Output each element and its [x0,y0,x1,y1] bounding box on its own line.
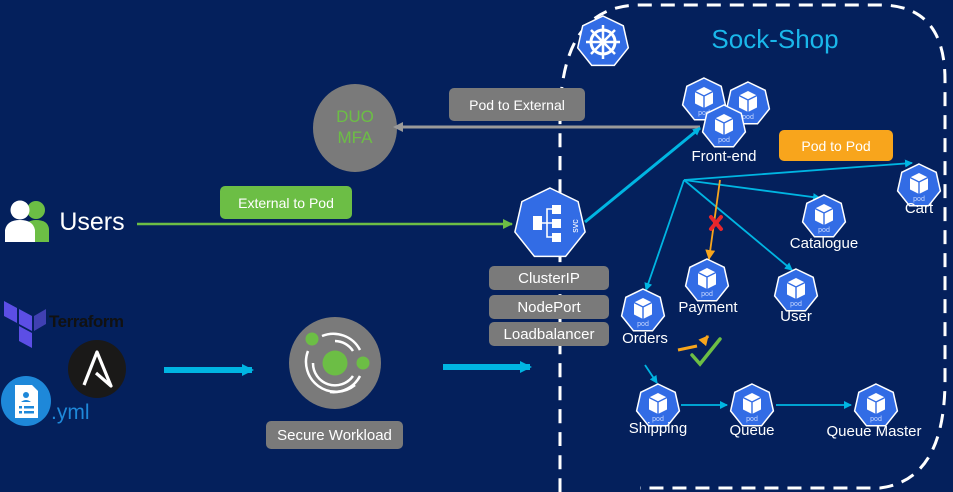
svc-badge: svc [570,219,580,233]
pod-badge: pod [718,137,730,144]
flow-arrow [683,179,793,271]
service-label-user: User [780,308,812,325]
pod-icon-payment: pod [684,258,730,302]
blocked-x-icon [709,215,723,231]
pod-badge: pod [870,416,882,423]
users-label: Users [59,208,125,236]
users-icon [5,200,49,242]
service-label-queue-master: Queue Master [826,423,922,440]
secure-workload-tag: Secure Workload [266,421,403,449]
service-label-queue: Queue [729,422,775,439]
pod-flows [644,159,913,409]
flow-arrow [644,364,658,384]
pod-badge: pod [913,196,925,203]
sock-shop-title: Sock-Shop [711,24,839,54]
service-label-catalogue: Catalogue [789,235,859,252]
pod-icon-orders: pod [620,288,666,332]
pods: pod pod pod pod pod pod pod pod pod pod pod [620,77,942,427]
external-to-pod-tag: External to Pod [220,186,352,219]
service-type-loadbalancer: Loadbalancer [489,322,609,346]
flow-arrow [644,179,685,291]
mfa-label: MFA [337,128,373,147]
yml-file-icon [1,376,51,426]
duo-mfa-node [313,84,397,172]
service-label-orders: Orders [622,330,668,347]
pod-icon-cart: pod [896,163,942,207]
flow-arrow [683,159,913,181]
service-label-front-end: Front-end [691,148,757,165]
service-type-clusterip: ClusterIP [489,266,609,290]
terraform-label: Terraform [49,312,124,331]
duo-label: DUO [336,107,374,126]
pod-icon-queue: pod [729,383,775,427]
kubernetes-icon [576,15,630,67]
pod-to-external-tag: Pod to External [449,88,585,121]
duo-mfa-label: DUO MFA [313,106,397,148]
pod-badge: pod [746,416,758,423]
pod-badge: pod [742,114,754,121]
pod-icon-front-end: pod [701,104,747,148]
svc-to-frontend-arrow [584,126,701,224]
terraform-icon [4,301,46,348]
pod-to-pod-tag: Pod to Pod [779,130,893,161]
pod-badge: pod [790,301,802,308]
service-label-cart: Cart [904,200,934,217]
pod-badge: pod [698,110,710,117]
ansible-icon [68,340,126,398]
pod-icon-queue-master: pod [853,383,899,427]
orders-to-payment-arrow [677,336,708,352]
pod-badge: pod [818,227,830,234]
pod-icon-shipping: pod [635,383,681,427]
pod-icon-front-end: pod [725,81,771,125]
pod-icon-user: pod [773,268,819,312]
pod-badge: pod [701,291,713,298]
pod-icon-front-end: pod [681,77,727,121]
flow-arrow [683,179,821,202]
service-label-shipping: Shipping [628,420,688,437]
service-type-nodeport: NodePort [489,295,609,319]
service-svc-node [514,187,586,258]
namespace-boundary [558,3,947,492]
secure-workload-icon [289,317,381,409]
pod-icon-catalogue: pod [801,194,847,238]
pod-badge: pod [652,416,664,423]
pod-badge: pod [637,321,649,328]
yml-label: .yml [51,401,90,424]
allowed-check-icon [690,337,722,367]
service-label-payment: Payment [678,299,738,316]
